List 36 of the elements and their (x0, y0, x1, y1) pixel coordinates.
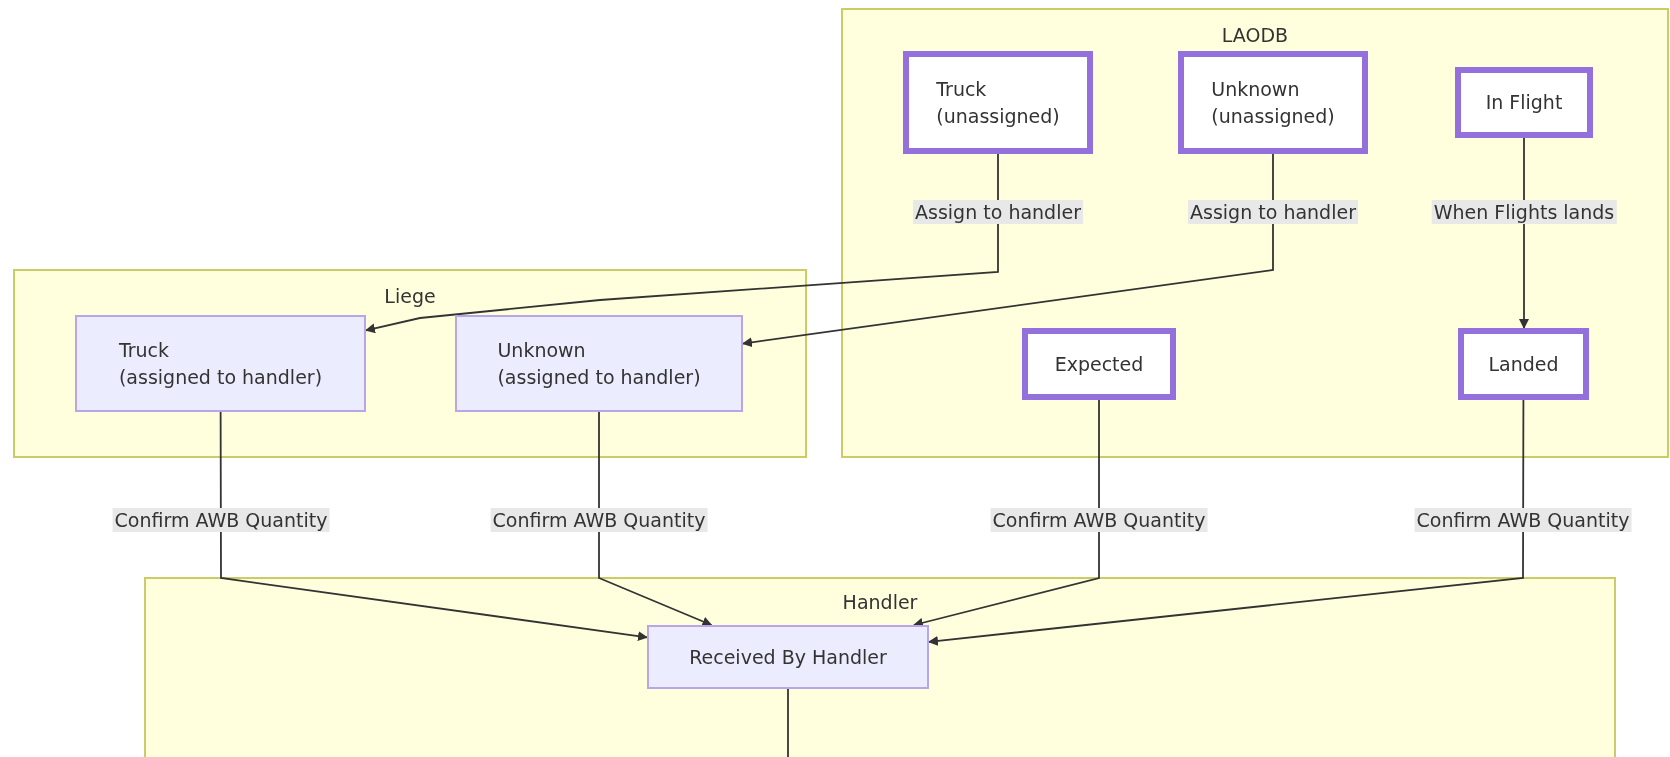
node-label: In Flight (1485, 90, 1563, 116)
edge-label: Confirm AWB Quantity (112, 508, 330, 532)
edge-label: Confirm AWB Quantity (990, 508, 1208, 532)
edge-label: Assign to handler (1188, 200, 1358, 224)
node-label: Truck (unassigned) (936, 76, 1060, 129)
state-box (1178, 51, 1368, 154)
state-box (1455, 67, 1593, 138)
node-label: Landed (1488, 351, 1559, 377)
process-box (455, 315, 743, 412)
arrow (1519, 137, 1529, 329)
node-label: Unknown (assigned to handler) (497, 337, 701, 390)
group-title: Handler (841, 591, 919, 613)
state-box (1458, 328, 1589, 400)
arrow (913, 399, 1100, 628)
node-label: Expected (1054, 351, 1144, 377)
arrow (928, 399, 1525, 646)
edge-label: When Flights lands (1431, 200, 1617, 224)
state-box (1022, 328, 1176, 400)
group-panel (13, 269, 807, 458)
process-box (647, 625, 929, 689)
arrow (598, 411, 713, 627)
group-title: LAODB (1220, 24, 1290, 46)
group-title: Liege (383, 285, 437, 307)
group-panel (841, 8, 1669, 458)
edge-label: Confirm AWB Quantity (490, 508, 708, 532)
process-box (75, 315, 366, 412)
arrow (742, 153, 1274, 348)
state-box (903, 51, 1093, 154)
node-label: Truck (assigned to handler) (118, 337, 323, 390)
node-label: Received By Handler (689, 644, 887, 670)
edge-label: Assign to handler (913, 200, 1083, 224)
node-label: Unknown (unassigned) (1211, 76, 1335, 129)
group-panel (144, 577, 1616, 757)
arrow (365, 153, 999, 334)
edge-label: Confirm AWB Quantity (1414, 508, 1632, 532)
arrow (219, 411, 648, 642)
